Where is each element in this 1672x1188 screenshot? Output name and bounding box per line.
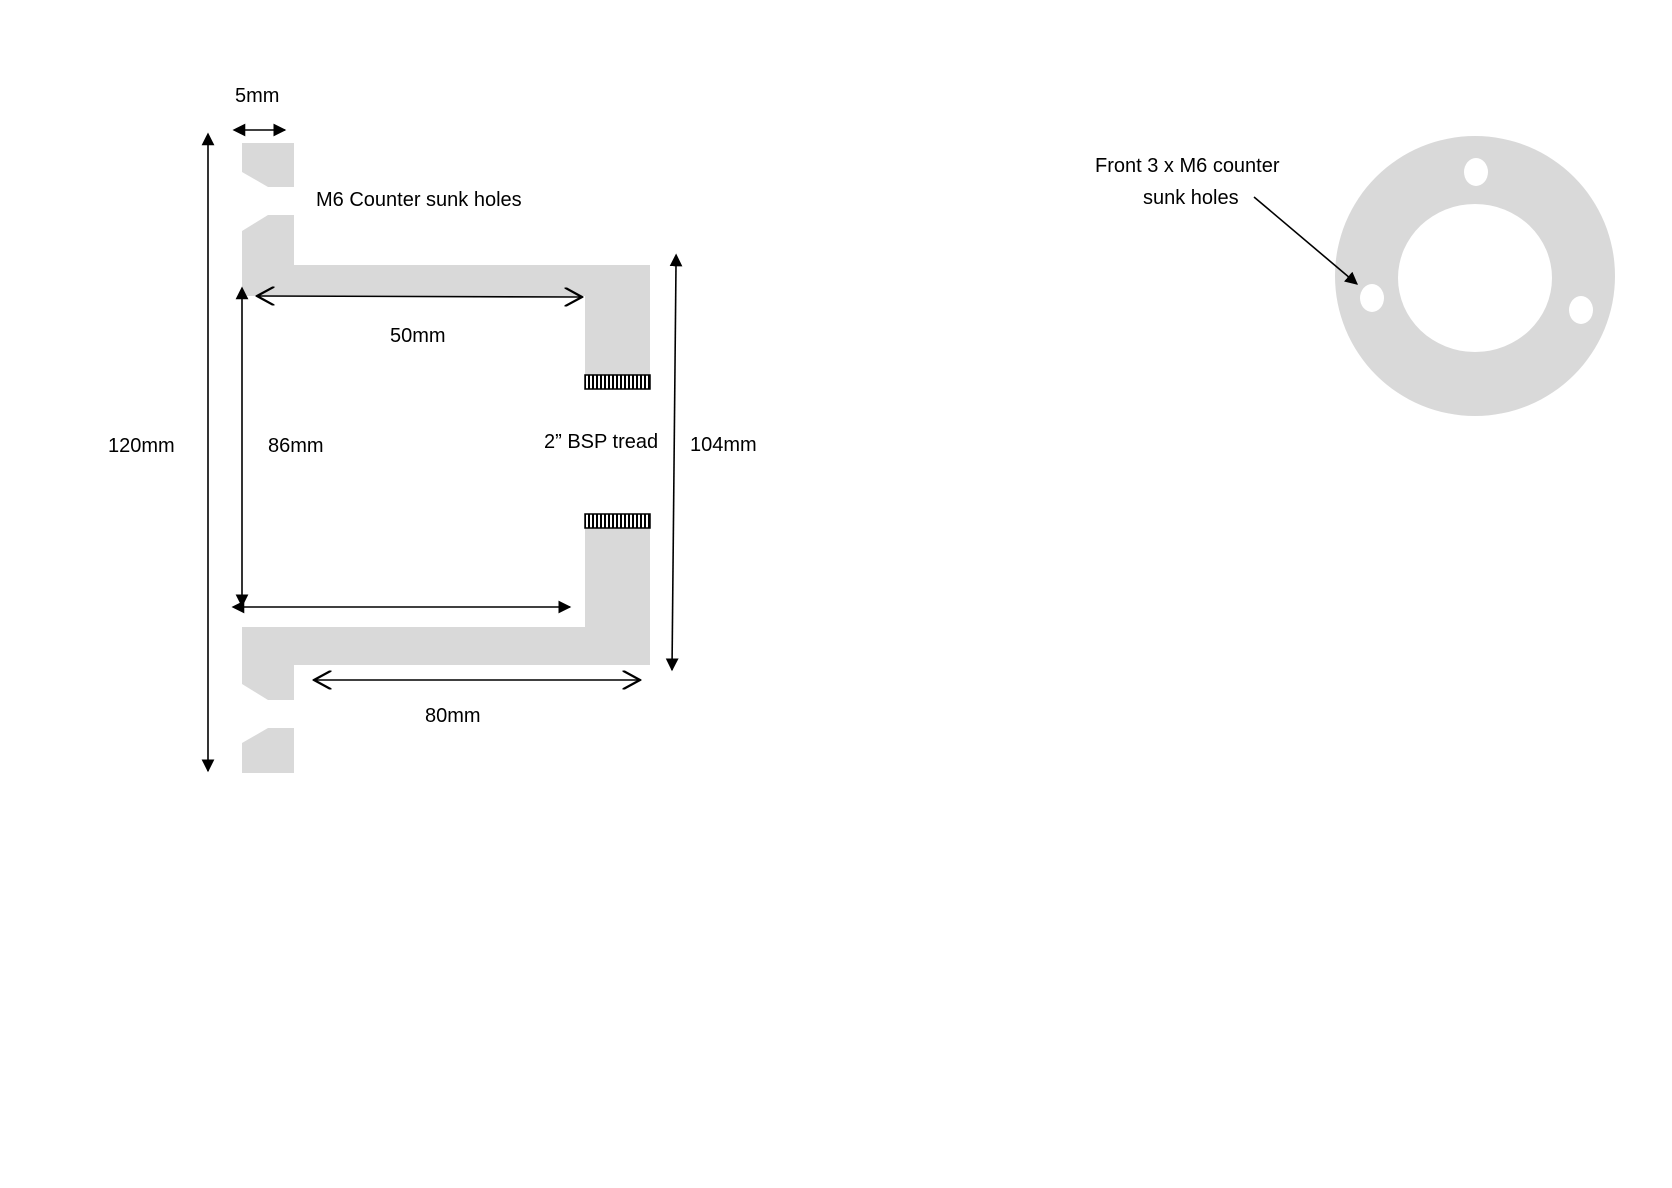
bottom-flange-lower [242,728,294,773]
top-flange-lower [242,215,294,265]
label-front-line1: Front 3 x M6 counter [1095,155,1280,177]
label-front-line2: sunk holes [1143,187,1239,209]
label-104mm: 104mm [690,434,757,456]
label-50mm: 50mm [390,325,446,347]
label-80mm: 80mm [425,705,481,727]
side-view [242,143,650,773]
center-bore [1398,204,1552,352]
thread-hatch-bottom [584,513,651,529]
bottom-wall [242,627,650,665]
dimension-lines [201,123,683,773]
right-lower-lip [585,528,650,628]
bolt-hole-top [1464,158,1488,186]
right-upper-lip [585,265,650,375]
bolt-hole-left [1360,284,1384,312]
dim-arrow-50mm [257,296,582,297]
label-5mm: 5mm [235,85,279,107]
bolt-hole-right [1569,296,1593,324]
label-86mm: 86mm [268,435,324,457]
front-view [1335,136,1615,416]
top-flange-upper [242,143,294,187]
bottom-flange-upper [242,665,294,700]
leader-arrow [1253,196,1358,285]
label-120mm: 120mm [108,435,175,457]
thread-hatch-top [584,374,651,390]
label-thread: 2” BSP tread [544,431,658,453]
label-holes: M6 Counter sunk holes [316,189,522,211]
dim-arrow-104mm [665,253,683,672]
